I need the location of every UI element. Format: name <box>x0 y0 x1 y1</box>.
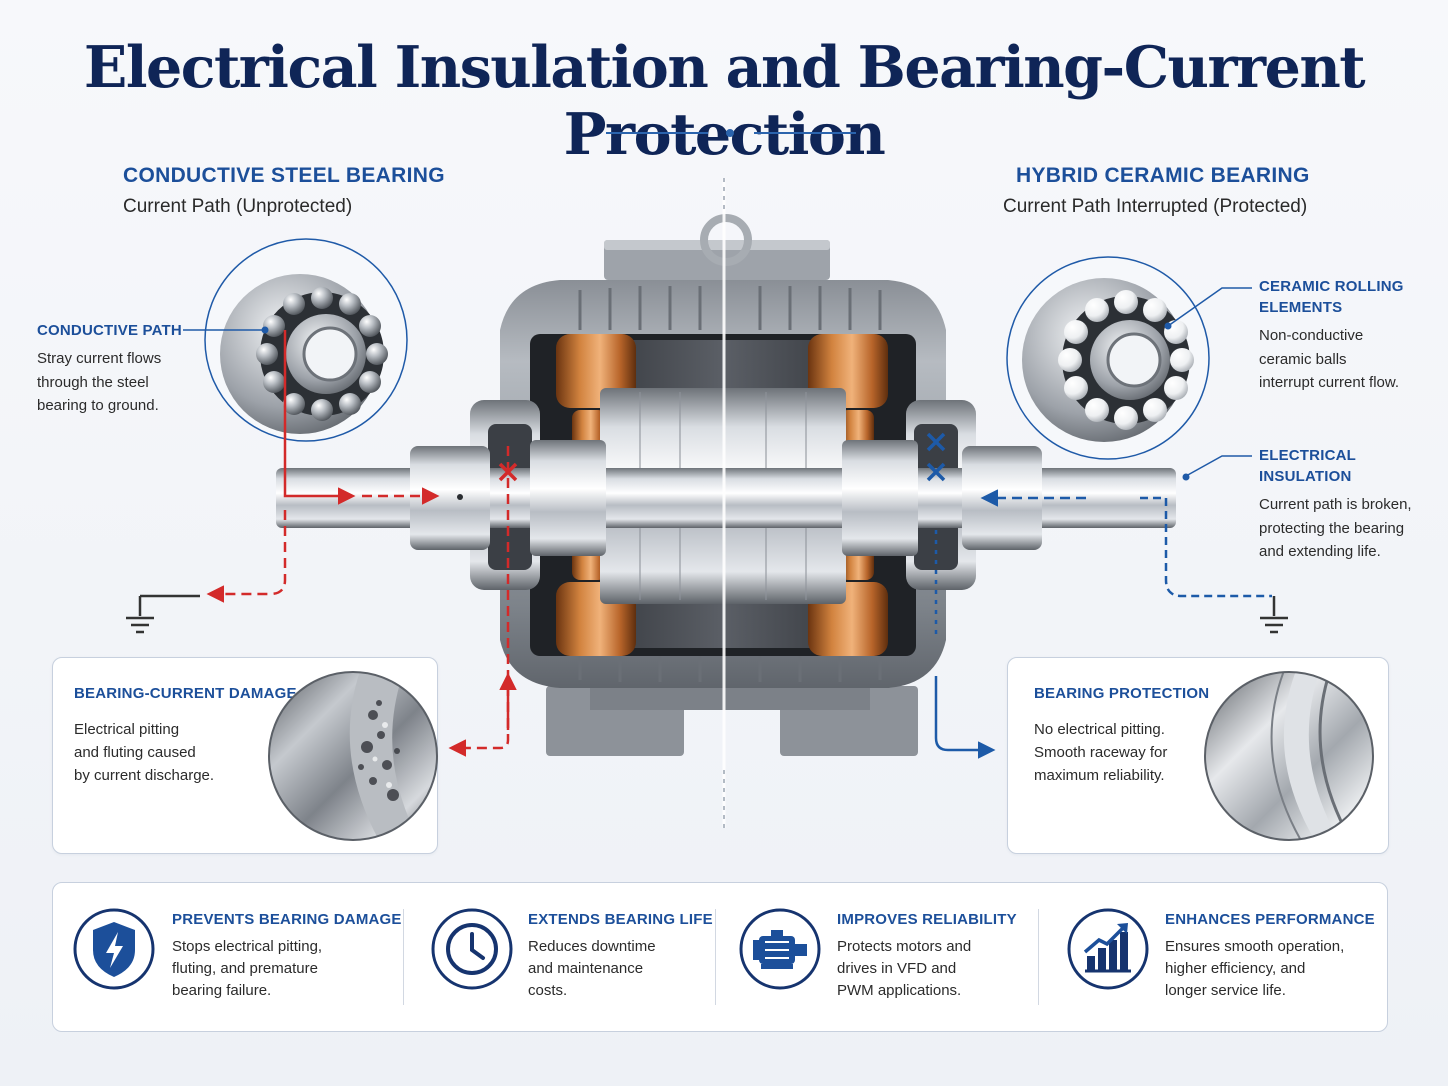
callout-line: protecting the bearing <box>1259 519 1405 537</box>
divider-line-right <box>754 132 856 134</box>
left-column-title: CONDUCTIVE STEEL BEARING <box>123 164 445 187</box>
benefit-line: bearing failure. <box>172 982 272 999</box>
callout-title-line: CERAMIC ROLLING <box>1259 278 1404 295</box>
callout-title-line: INSULATION <box>1259 468 1352 485</box>
title-divider <box>606 126 856 140</box>
conductive-path-title: CONDUCTIVE PATH <box>37 322 182 339</box>
ground-symbol-left <box>126 594 200 634</box>
benefit-text: Ensures smooth operation, higher efficie… <box>1165 936 1344 1002</box>
electrical-insulation-title: ELECTRICAL INSULATION <box>1259 445 1412 487</box>
benefit-line: and maintenance <box>528 960 644 977</box>
benefit-line: costs. <box>528 982 568 999</box>
smooth-raceway-image <box>1204 671 1374 841</box>
benefit-prevents-damage: PREVENTS BEARING DAMAGE Stops electrical… <box>73 883 403 1031</box>
bearing-damage-panel: BEARING-CURRENT DAMAGE Electrical pittin… <box>52 657 438 854</box>
benefit-title: EXTENDS BEARING LIFE <box>528 911 713 928</box>
benefit-text: Stops electrical pitting, fluting, and p… <box>172 936 322 1002</box>
ceramic-bearing-illustration <box>1006 256 1210 460</box>
benefit-line: fluting, and premature <box>172 960 318 977</box>
benefit-line: Reduces downtime <box>528 938 656 955</box>
benefit-separator <box>715 909 716 1005</box>
bar-chart-arrow-icon <box>1067 908 1149 990</box>
callout-line: Stray current flows <box>37 350 162 367</box>
callout-line: and extending life. <box>1259 543 1381 560</box>
benefit-line: longer service life. <box>1165 982 1286 999</box>
callout-line: bearing to ground. <box>37 397 159 414</box>
bearing-protection-panel: BEARING PROTECTION No electrical pitting… <box>1007 657 1389 854</box>
callout-title-line: ELECTRICAL <box>1259 447 1356 464</box>
panel-line: No electrical pitting. <box>1034 721 1165 738</box>
callout-line: through the steel <box>37 373 149 391</box>
divider-dot <box>726 129 734 137</box>
benefit-line: Stops electrical pitting, <box>172 938 323 955</box>
right-column-title: HYBRID CERAMIC BEARING <box>1016 164 1310 187</box>
right-column-header: HYBRID CERAMIC BEARING Current Path Inte… <box>1003 164 1310 218</box>
bearing-protection-text: No electrical pitting. Smooth raceway fo… <box>1034 718 1167 787</box>
protected-current-path <box>934 489 1272 759</box>
steel-bearing-illustration <box>204 238 408 442</box>
benefit-title: PREVENTS BEARING DAMAGE <box>172 911 402 928</box>
unprotected-current-path <box>206 330 517 757</box>
benefit-separator <box>1038 909 1039 1005</box>
benefit-line: Ensures smooth operation, <box>1165 938 1345 955</box>
right-column-subtitle: Current Path Interrupted (Protected) <box>1003 196 1308 217</box>
electrical-insulation-leader <box>1185 455 1252 477</box>
benefit-title: IMPROVES RELIABILITY <box>837 911 1017 928</box>
bearing-protection-title: BEARING PROTECTION <box>1034 685 1210 702</box>
ceramic-elements-text: Non-conductive ceramic balls interrupt c… <box>1259 324 1404 395</box>
benefit-extends-life: EXTENDS BEARING LIFE Reduces downtime an… <box>431 883 713 1031</box>
benefit-performance: ENHANCES PERFORMANCE Ensures smooth oper… <box>1067 883 1377 1031</box>
ceramic-bearing-block-marker <box>926 432 946 482</box>
callout-line: Current path is broken, <box>1259 496 1412 513</box>
panel-line: and fluting caused <box>74 744 196 761</box>
callout-title-line: ELEMENTS <box>1259 299 1343 316</box>
benefit-text: Reduces downtime and maintenance costs. <box>528 936 656 1002</box>
ceramic-elements-leader <box>1167 287 1252 327</box>
panel-line: by current discharge. <box>74 767 215 784</box>
callout-line: ceramic balls <box>1259 350 1347 368</box>
conductive-path-callout: CONDUCTIVE PATH Stray current flows thro… <box>37 320 182 418</box>
divider-line-left <box>606 132 708 134</box>
bearing-damage-text: Electrical pitting and fluting caused by… <box>74 718 214 787</box>
electrical-insulation-text: Current path is broken, protecting the b… <box>1259 493 1412 564</box>
left-column-subtitle: Current Path (Unprotected) <box>123 196 353 217</box>
benefit-text: Protects motors and drives in VFD and PW… <box>837 936 971 1002</box>
ceramic-elements-title: CERAMIC ROLLING ELEMENTS <box>1259 276 1404 318</box>
steel-bearing-current-marker <box>498 462 518 482</box>
benefits-bar: PREVENTS BEARING DAMAGE Stops electrical… <box>52 882 1388 1032</box>
benefit-line: Protects motors and <box>837 938 972 955</box>
left-column-header: CONDUCTIVE STEEL BEARING Current Path (U… <box>123 164 445 218</box>
callout-line: interrupt current flow. <box>1259 374 1400 391</box>
ground-symbol-right <box>1260 596 1288 634</box>
panel-line: Electrical pitting <box>74 721 180 738</box>
ceramic-elements-callout: CERAMIC ROLLING ELEMENTS Non-conductive … <box>1259 276 1404 395</box>
shield-lightning-icon <box>73 908 155 990</box>
panel-line: Smooth raceway for <box>1034 744 1168 761</box>
benefit-line: PWM applications. <box>837 982 962 999</box>
bearing-damage-title: BEARING-CURRENT DAMAGE <box>74 685 297 702</box>
motor-icon <box>739 908 821 990</box>
conductive-path-text: Stray current flows through the steel be… <box>37 347 182 418</box>
panel-line: maximum reliability. <box>1034 767 1165 784</box>
electrical-insulation-callout: ELECTRICAL INSULATION Current path is br… <box>1259 445 1412 564</box>
clock-icon <box>431 908 513 990</box>
benefit-reliability: IMPROVES RELIABILITY Protects motors and… <box>739 883 1039 1031</box>
benefit-line: higher efficiency, and <box>1165 960 1306 977</box>
benefit-line: drives in VFD and <box>837 960 957 977</box>
benefit-separator <box>403 909 404 1005</box>
page-title: Electrical Insulation and Bearing-Curren… <box>83 34 1366 168</box>
damaged-raceway-image <box>268 671 438 841</box>
benefit-title: ENHANCES PERFORMANCE <box>1165 911 1375 928</box>
callout-line: Non-conductive <box>1259 327 1364 344</box>
